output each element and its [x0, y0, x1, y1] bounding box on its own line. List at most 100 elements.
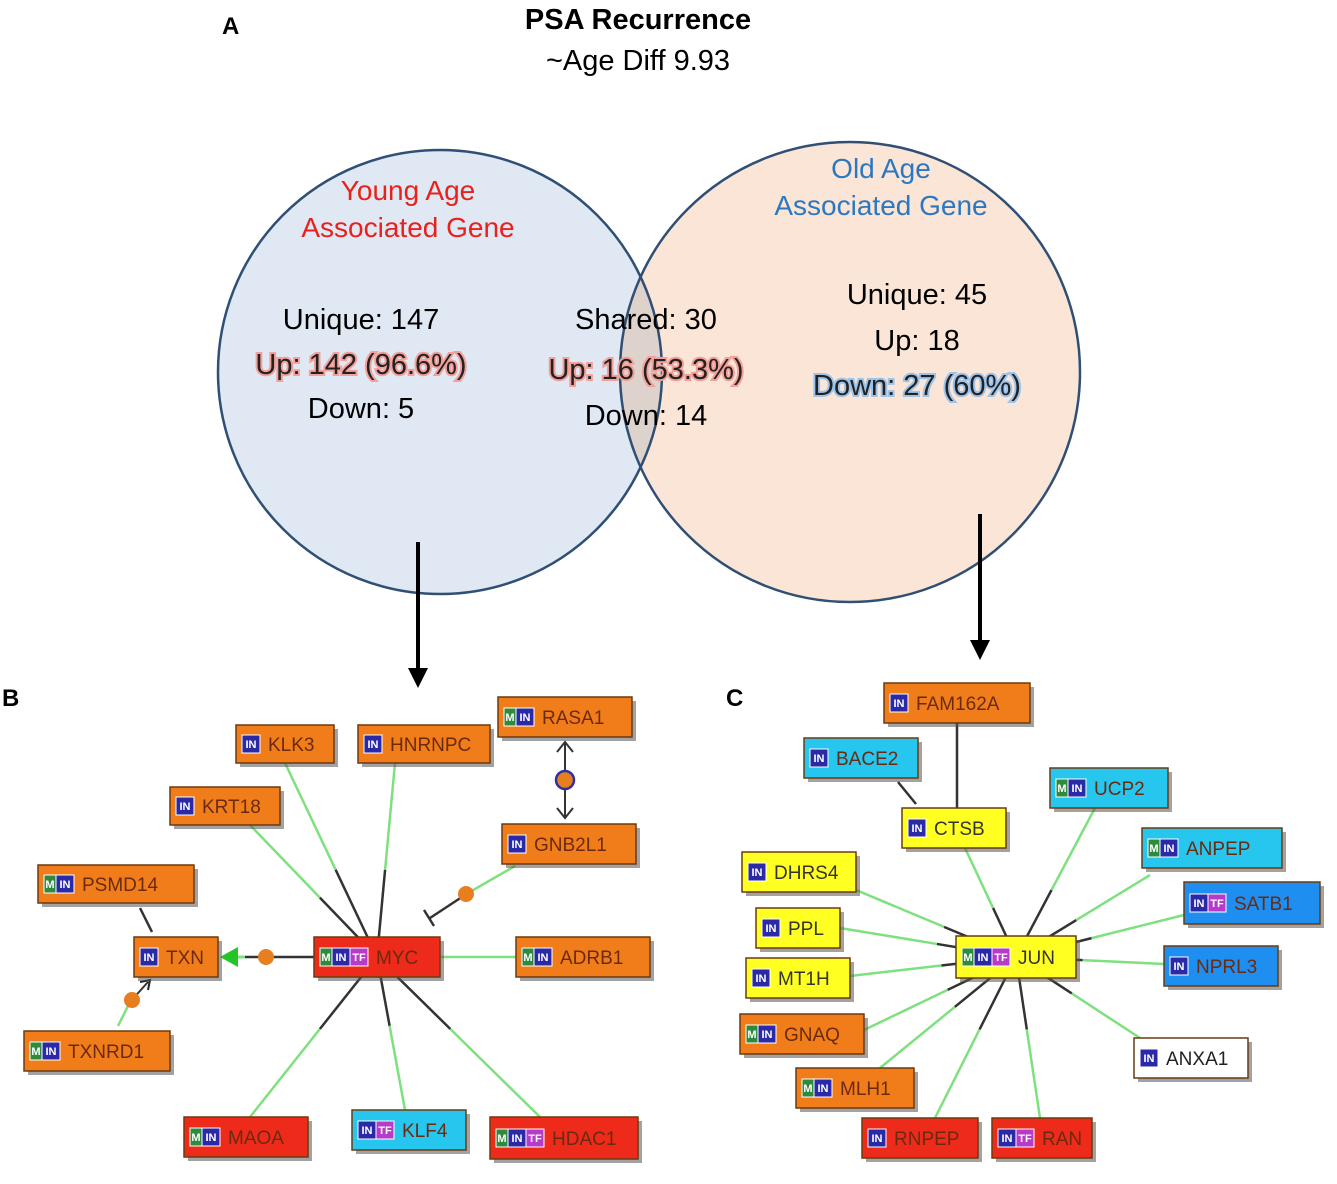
badge-in-text: IN: [1194, 898, 1205, 910]
gene-label: PPL: [788, 919, 824, 940]
gene-label: MLH1: [840, 1079, 891, 1100]
edge-jun-rnpep-segment-outer: [933, 1028, 981, 1119]
gene-node-mlh1[interactable]: M IN MLH1: [795, 1067, 918, 1112]
badge-in-text: IN: [538, 952, 549, 964]
badge-tf-text: TF: [528, 1133, 542, 1145]
badge-tf-text: TF: [1018, 1133, 1032, 1145]
gene-label: TXNRD1: [68, 1042, 144, 1063]
edge-jun-gnaq-segment-outer: [863, 988, 949, 1032]
inhibition-bar-icon: [422, 909, 436, 927]
badge-tf-icon: [525, 1128, 545, 1148]
badge-in-text: IN: [520, 712, 531, 724]
edge-jun-ppl-segment-outer: [839, 926, 938, 946]
young-heading-line2: Associated Gene: [301, 212, 514, 243]
badge-in-text: IN: [206, 1132, 217, 1144]
panel-label-c: C: [726, 685, 743, 712]
gene-label: RASA1: [542, 708, 604, 729]
edge-jun-ran-segment-outer: [1025, 1029, 1042, 1119]
edge-jun-ctsb-segment-outer: [963, 847, 995, 909]
gene-label: UCP2: [1094, 779, 1145, 800]
badge-tf-text: TF: [1210, 898, 1224, 910]
badge-in-text: IN: [512, 1133, 523, 1145]
shared-down-count: Down: 14: [585, 400, 708, 432]
gene-node-maoa[interactable]: M IN MAOA: [183, 1116, 312, 1161]
arrow-head-c: [970, 640, 990, 660]
gene-label: SATB1: [1234, 894, 1293, 915]
edge-psmd14-txn: [138, 907, 154, 933]
badge-tf-icon: [991, 947, 1011, 967]
gene-label: MAOA: [228, 1128, 284, 1149]
badge-in-icon: [867, 1128, 887, 1148]
gene-node-satb1[interactable]: IN TF SATB1: [1183, 881, 1324, 928]
badge-in-text: IN: [912, 823, 923, 835]
edge-jun-anxa1-segment-outer: [1071, 992, 1141, 1040]
gene-label: GNAQ: [784, 1025, 840, 1046]
badge-m-text: M: [803, 1083, 812, 1095]
gene-label: HNRNPC: [390, 735, 471, 756]
badge-in-text: IN: [362, 1125, 373, 1137]
gene-label: TXN: [166, 948, 204, 969]
badge-in-icon: [55, 874, 75, 894]
old-heading-line2: Associated Gene: [774, 190, 987, 221]
shared-count: Shared: 30: [575, 304, 717, 336]
badge-in-icon: [761, 918, 781, 938]
badge-in-icon: [757, 1024, 777, 1044]
gene-label: ANXA1: [1166, 1049, 1228, 1070]
old-age-circle: [620, 142, 1080, 602]
edge-bace2-ctsb: [897, 781, 917, 805]
node-box: [489, 1116, 639, 1160]
interaction-dot-txnrd1-txn: [124, 992, 140, 1008]
badge-in-text: IN: [1174, 961, 1185, 973]
badge-in-text: IN: [978, 952, 989, 964]
node-box: [169, 786, 281, 826]
badge-m-text: M: [1057, 783, 1066, 795]
young-unique-count: Unique: 147: [283, 304, 439, 336]
badge-m-text: M: [191, 1132, 200, 1144]
badge-in-icon: [241, 734, 261, 754]
badge-in-text: IN: [756, 973, 767, 985]
badge-m-text: M: [31, 1046, 40, 1058]
badge-in-icon: [809, 748, 829, 768]
badge-in-icon: [507, 834, 527, 854]
old-down-count: Down: 27 (60%): [813, 370, 1021, 402]
badge-tf-icon: [349, 947, 369, 967]
node-box: [741, 851, 857, 893]
badge-m-text: M: [1149, 843, 1158, 855]
badge-in-text: IN: [818, 1083, 829, 1095]
edge-jun-ucp2-segment-outer: [1050, 807, 1097, 891]
venn-diagram: [216, 140, 1082, 604]
badge-in-text: IN: [246, 739, 257, 751]
badge-in-icon: [139, 947, 159, 967]
young-heading-line1: Young Age: [341, 175, 475, 206]
old-age-circle-outline: [618, 140, 1082, 604]
